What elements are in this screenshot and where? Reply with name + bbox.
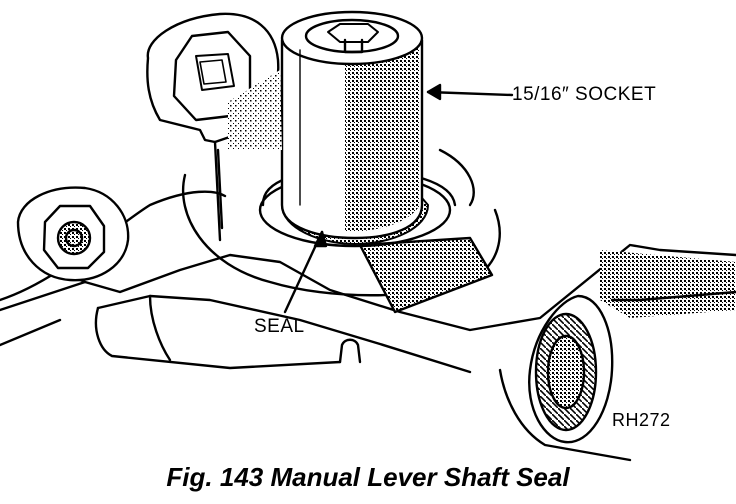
transmission-case-body — [0, 190, 736, 374]
seal-callout-label: SEAL — [254, 316, 305, 337]
lower-left-nut — [16, 186, 130, 282]
shaft-boss — [182, 148, 501, 314]
threaded-port — [498, 250, 736, 462]
leader-lines — [283, 83, 514, 314]
socket-callout-label: 15/16″ SOCKET — [512, 84, 657, 105]
upper-hex-fitting — [146, 12, 282, 242]
figure-reference-code: RH272 — [612, 410, 671, 430]
socket-tool — [280, 10, 424, 240]
figure-caption: Fig. 143 Manual Lever Shaft Seal — [166, 462, 570, 492]
